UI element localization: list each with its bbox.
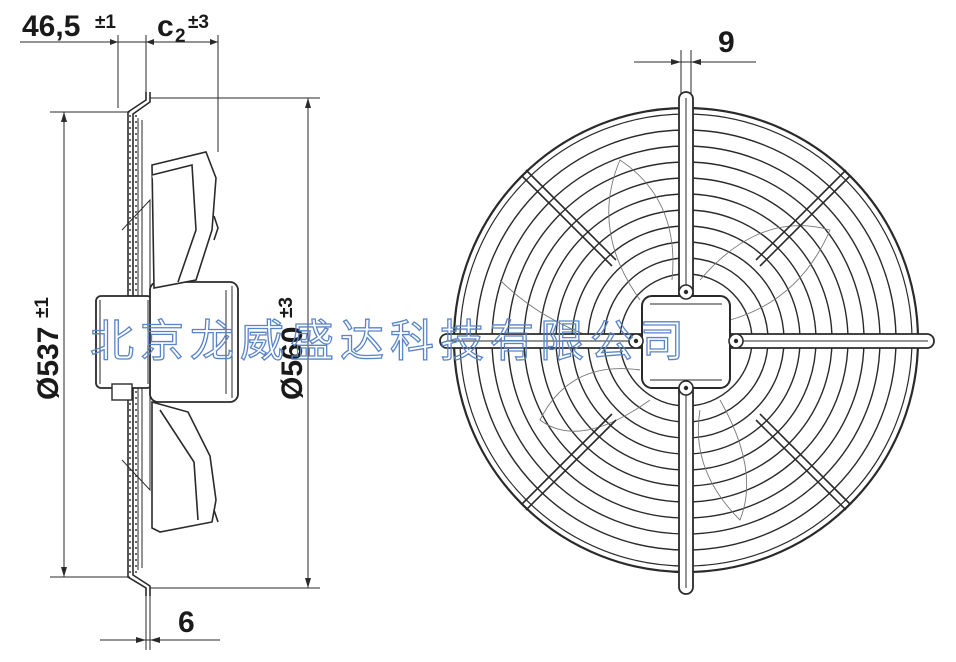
dim-9-value: 9 (718, 26, 735, 59)
side-view: 46,5 ±1 c 2 ±3 Ø537 ±1 Ø560 ±3 (20, 10, 320, 650)
dim-c2-tolerance: ±3 (188, 12, 209, 33)
rotor-hub (149, 281, 239, 403)
fan-blades-front (499, 159, 831, 521)
dim-c2-subscript: 2 (175, 26, 186, 47)
dim-537-tolerance: ±1 (32, 297, 53, 318)
dim-46-5-tolerance: ±1 (95, 12, 116, 33)
front-view: 9 (439, 26, 935, 595)
watermark-text: 北京龙威盛达科技有限公司 (90, 316, 690, 367)
fan-blades-side (151, 151, 219, 533)
dim-560-value: Ø560 (276, 327, 309, 400)
guard-struts (521, 169, 851, 511)
dim-537-value: Ø537 (32, 327, 65, 400)
dim-c2-value: c (157, 10, 174, 43)
dim-6-value: 6 (178, 606, 195, 639)
dim-46-5-value: 46,5 (22, 10, 80, 43)
dim-560-tolerance: ±3 (276, 297, 297, 318)
